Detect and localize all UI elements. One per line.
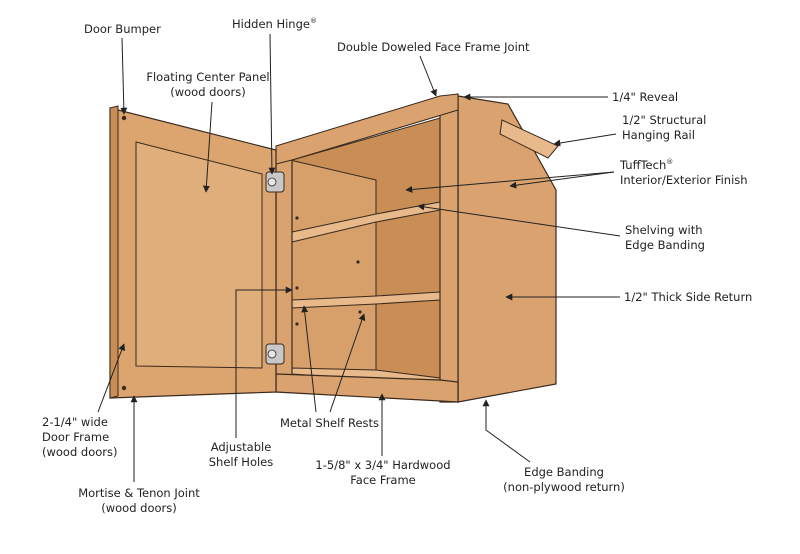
- label-floating-panel: Floating Center Panel (wood doors): [138, 70, 278, 100]
- label-door-frame: 2-1/4" wide Door Frame (wood doors): [42, 415, 118, 460]
- face-frame-right-stile: [439, 93, 459, 403]
- hinge-bottom: [265, 343, 285, 365]
- door-frame-line-3: (wood doors): [42, 445, 118, 459]
- mortise-line-2: (wood doors): [101, 501, 177, 515]
- shelf-hole: [358, 310, 362, 314]
- shelf-hole: [295, 322, 299, 326]
- label-shelf-rests: Metal Shelf Rests: [280, 416, 380, 430]
- hanging-rail: [499, 119, 559, 159]
- leader-floating-panel: [202, 101, 213, 193]
- door-frame-line-1: 2-1/4" wide: [42, 415, 108, 429]
- leader-shelf-rests-2: [329, 313, 366, 413]
- tufftech-line-2: Interior/Exterior Finish: [620, 173, 748, 187]
- edge-banding-line-1: Edge Banding: [524, 465, 604, 479]
- mortise-line-1: Mortise & Tenon Joint: [78, 486, 200, 500]
- leader-door-bumper: [120, 37, 128, 115]
- hinge-top: [265, 171, 285, 193]
- leader-shelf-rests-1: [301, 305, 317, 413]
- registered-mark: ®: [666, 158, 674, 167]
- leader-lines: [97, 33, 621, 482]
- door-edge: [109, 105, 119, 399]
- door-center-panel: [135, 141, 263, 369]
- label-edge-banding: Edge Banding (non-plywood return): [494, 465, 634, 495]
- label-hidden-hinge: Hidden Hinge®: [232, 17, 317, 32]
- shelf-holes-line-2: Shelf Holes: [208, 455, 274, 469]
- label-door-bumper: Door Bumper: [84, 22, 161, 36]
- floating-panel-line-1: Floating Center Panel: [146, 70, 270, 84]
- interior-left-wall: [289, 159, 377, 373]
- label-reveal: 1/4" Reveal: [612, 90, 679, 104]
- leader-shelving: [417, 203, 621, 237]
- label-side-return: 1/2" Thick Side Return: [624, 290, 753, 304]
- leader-edge-banding: [482, 399, 531, 463]
- shelving-line-1: Shelving with: [625, 223, 703, 237]
- edge-banding-line-2: (non-plywood return): [503, 480, 625, 494]
- shelving-line-2: Edge Banding: [625, 238, 705, 252]
- leader-shelf-holes: [235, 286, 293, 438]
- door-frame-line-2: Door Frame: [42, 430, 110, 444]
- shelf-hole: [295, 286, 299, 290]
- leader-double-doweled: [419, 55, 437, 97]
- label-mortise: Mortise & Tenon Joint (wood doors): [64, 486, 214, 516]
- leader-tufftech-2: [509, 171, 615, 189]
- hidden-hinge-text: Hidden Hinge: [232, 17, 310, 31]
- door-bumper: [121, 385, 127, 391]
- label-hanging-rail: 1/2" Structural Hanging Rail: [622, 113, 706, 143]
- door-bumper: [121, 115, 127, 121]
- label-tufftech: TuffTech® Interior/Exterior Finish: [620, 158, 748, 188]
- face-frame-line-2: Face Frame: [350, 473, 416, 487]
- hanging-rail-line-2: Hanging Rail: [622, 128, 695, 142]
- shelf-holes-line-1: Adjustable: [210, 440, 272, 454]
- leader-door-frame: [97, 343, 126, 413]
- leader-tufftech-1: [405, 171, 615, 193]
- registered-mark: ®: [309, 17, 317, 26]
- leader-hidden-hinge: [268, 33, 276, 175]
- label-face-frame: 1-5/8" x 3/4" Hardwood Face Frame: [308, 458, 458, 488]
- floating-panel-line-2: (wood doors): [170, 85, 246, 99]
- label-double-doweled: Double Doweled Face Frame Joint: [337, 40, 530, 54]
- face-frame-line-1: 1-5/8" x 3/4" Hardwood: [315, 458, 451, 472]
- label-shelf-holes: Adjustable Shelf Holes: [196, 440, 286, 470]
- tufftech-line-1: TuffTech®: [620, 158, 748, 173]
- leader-hanging-rail: [553, 133, 617, 147]
- cabinet-door: [109, 105, 285, 399]
- shelf-hole: [356, 260, 360, 264]
- label-shelving: Shelving with Edge Banding: [625, 223, 705, 253]
- cabinet-box: [275, 93, 559, 403]
- shelf-hole: [295, 216, 299, 220]
- hanging-rail-line-1: 1/2" Structural: [622, 113, 707, 127]
- tufftech-text: TuffTech: [620, 158, 667, 172]
